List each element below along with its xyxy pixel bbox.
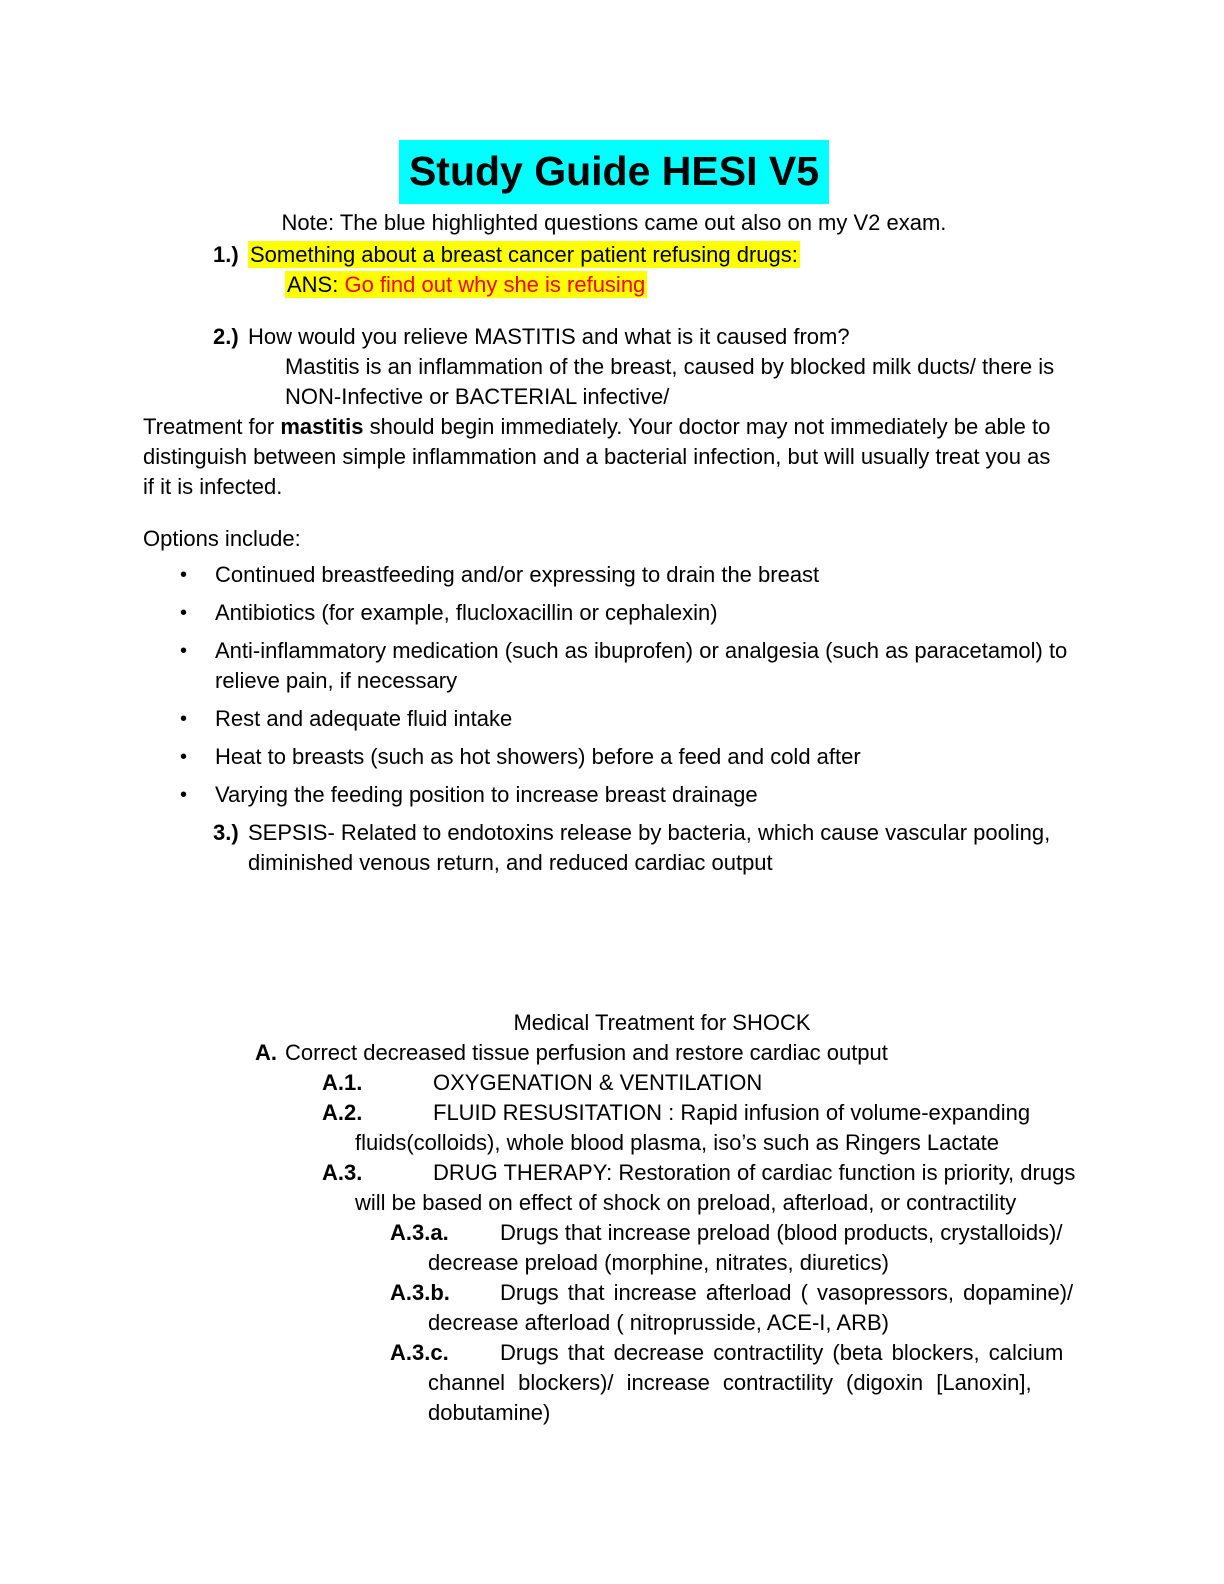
shock-item-a3c-continuation: channel blockers)/ increase contractilit… [428, 1370, 1032, 1395]
shock-item-a2-continuation: fluids(colloids), whole blood plasma, is… [355, 1130, 1000, 1155]
shock-item-a3: A.3. DRUG THERAPY: Restoration of cardia… [322, 1158, 1085, 1188]
shock-item-a2-text: FLUID RESUSITATION : Rapid infusion of v… [433, 1100, 1031, 1125]
shock-item-a: A. Correct decreased tissue perfusion an… [255, 1038, 1085, 1068]
question-3-marker: 3.) [213, 820, 239, 845]
options-heading: Options include: [143, 526, 301, 551]
question-2: 2.) How would you relieve MASTITIS and w… [213, 322, 1085, 352]
answer-text: Go find out why she is refusing [344, 272, 646, 297]
answer-label: ANS: [287, 272, 345, 297]
shock-section-heading: Medical Treatment for SHOCK [513, 1010, 811, 1035]
shock-item-a1: A.1. OXYGENATION & VENTILATION [322, 1068, 1085, 1098]
options-list: • Continued breastfeeding and/or express… [143, 560, 1085, 810]
page-title-highlight: Study Guide HESI V5 [398, 140, 830, 204]
bullet-icon: • [180, 564, 188, 586]
treatment-line-1-prefix: Treatment for [143, 414, 281, 439]
list-item: • Rest and adequate fluid intake [180, 704, 1085, 734]
shock-item-a1-marker: A.1. [322, 1070, 363, 1095]
question-1-marker: 1.) [213, 242, 239, 267]
question-1-answer: ANS: Go find out why she is refusing [285, 270, 1085, 300]
bullet-icon: • [180, 602, 188, 624]
note-line: Note: The blue highlighted questions cam… [281, 210, 947, 235]
question-1-text: Something about a breast cancer patient … [248, 240, 1085, 270]
shock-item-a-text: Correct decreased tissue perfusion and r… [285, 1040, 888, 1065]
question-3-text: SEPSIS- Related to endotoxins release by… [248, 820, 1051, 875]
bullet-icon: • [180, 784, 188, 806]
treatment-line-3: if it is infected. [143, 474, 283, 499]
bullet-text: Rest and adequate fluid intake [215, 706, 513, 731]
question-1-answer-highlight: ANS: Go find out why she is refusing [285, 271, 648, 298]
shock-item-a3a: A.3.a. Drugs that increase preload (bloo… [390, 1218, 1085, 1248]
treatment-paragraph: Treatment for mastitis should begin imme… [143, 412, 1085, 502]
bullet-icon: • [180, 708, 188, 730]
page-title: Study Guide HESI V5 [143, 140, 1085, 204]
list-item: • Varying the feeding position to increa… [180, 780, 1085, 810]
bullet-text: Varying the feeding position to increase… [215, 782, 758, 807]
list-item: • Anti-inflammatory medication (such as … [180, 636, 1085, 696]
shock-item-a3-marker: A.3. [322, 1160, 363, 1185]
question-2-marker: 2.) [213, 324, 239, 349]
question-2-answer: Mastitis is an inflammation of the breas… [285, 354, 1055, 409]
list-item: • Continued breastfeeding and/or express… [180, 560, 1085, 590]
question-1-highlight: Something about a breast cancer patient … [248, 241, 800, 268]
shock-item-a3c-continuation-2: dobutamine) [428, 1400, 551, 1425]
shock-item-a3b-text: Drugs that increase afterload ( vasopres… [500, 1280, 1074, 1305]
treatment-line-1-bold: mastitis [280, 414, 364, 439]
shock-item-a3b-marker: A.3.b. [390, 1280, 450, 1305]
treatment-line-1-rest: should begin immediately. Your doctor ma… [363, 414, 1051, 439]
question-2-text: How would you relieve MASTITIS and what … [248, 324, 850, 349]
bullet-text: Antibiotics (for example, flucloxacillin… [215, 600, 718, 625]
shock-item-a3a-text: Drugs that increase preload (blood produ… [500, 1220, 1063, 1245]
list-item: • Antibiotics (for example, flucloxacill… [180, 598, 1085, 628]
shock-item-a2-marker: A.2. [322, 1100, 363, 1125]
treatment-line-2: distinguish between simple inflammation … [143, 444, 1051, 469]
shock-item-a3c: A.3.c. Drugs that decrease contractility… [390, 1338, 1085, 1368]
list-item: • Heat to breasts (such as hot showers) … [180, 742, 1085, 772]
shock-item-a3a-continuation: decrease preload (morphine, nitrates, di… [428, 1250, 890, 1275]
shock-item-a3b-continuation: decrease afterload ( nitroprusside, ACE-… [428, 1310, 889, 1335]
shock-item-a3b: A.3.b. Drugs that increase afterload ( v… [390, 1278, 1085, 1308]
bullet-text: Anti-inflammatory medication (such as ib… [215, 638, 1068, 693]
bullet-icon: • [180, 746, 188, 768]
shock-item-a3-continuation: will be based on effect of shock on prel… [355, 1190, 1017, 1215]
shock-item-a2: A.2. FLUID RESUSITATION : Rapid infusion… [322, 1098, 1085, 1128]
treatment-line-1: Treatment for mastitis should begin imme… [143, 412, 1085, 442]
bullet-text: Continued breastfeeding and/or expressin… [215, 562, 820, 587]
shock-item-a3c-text: Drugs that decrease contractility (beta … [500, 1340, 1064, 1365]
shock-item-a3a-marker: A.3.a. [390, 1220, 449, 1245]
shock-item-a1-text: OXYGENATION & VENTILATION [433, 1070, 763, 1095]
shock-item-a-marker: A. [255, 1040, 277, 1065]
shock-item-a3c-marker: A.3.c. [390, 1340, 449, 1365]
question-3: 3.) SEPSIS- Related to endotoxins releas… [213, 818, 1085, 878]
bullet-text: Heat to breasts (such as hot showers) be… [215, 744, 861, 769]
question-1: 1.) Something about a breast cancer pati… [213, 240, 1085, 270]
bullet-icon: • [180, 640, 188, 662]
shock-item-a3-text: DRUG THERAPY: Restoration of cardiac fun… [433, 1160, 1076, 1185]
